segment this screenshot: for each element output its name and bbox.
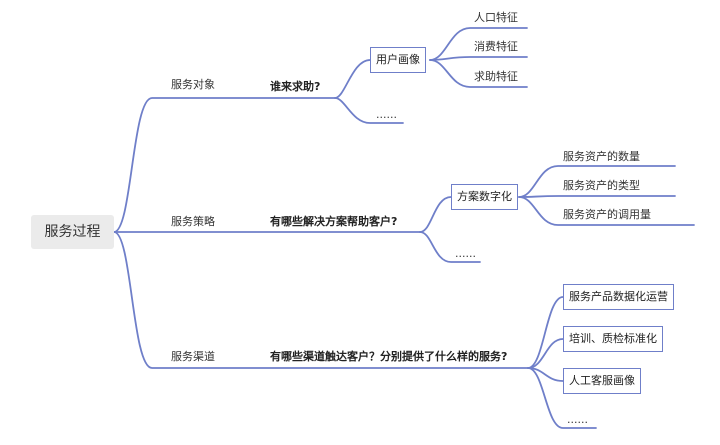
leaf-product-data-operations: 服务产品数据化运营 bbox=[563, 284, 674, 310]
leaf-service-asset-type: 服务资产的类型 bbox=[563, 179, 640, 192]
category-label-service-channel: 服务渠道 bbox=[171, 350, 215, 363]
leaf-human-agent-portrait: 人工客服画像 bbox=[563, 368, 641, 394]
category-label-service-target: 服务对象 bbox=[171, 78, 215, 91]
question-what-solutions: 有哪些解决方案帮助客户? bbox=[270, 215, 398, 228]
leaf-service-asset-usage: 服务资产的调用量 bbox=[563, 208, 651, 221]
ellipsis-more-branch1: ...... bbox=[376, 108, 397, 121]
leaf-training-qc-standardization: 培训、质检标准化 bbox=[563, 326, 663, 352]
ellipsis-more-branch2: ...... bbox=[455, 247, 476, 260]
leaf-help-seeking-features: 求助特征 bbox=[474, 70, 518, 83]
category-label-service-strategy: 服务策略 bbox=[171, 215, 215, 228]
ellipsis-more-branch3: ...... bbox=[567, 413, 588, 426]
sub-node-user-portrait: 用户画像 bbox=[370, 47, 426, 73]
root-node: 服务过程 bbox=[31, 215, 114, 249]
leaf-demographic-features: 人口特征 bbox=[474, 11, 518, 24]
question-who-needs-help: 谁来求助? bbox=[270, 80, 321, 93]
leaf-consumption-features: 消费特征 bbox=[474, 40, 518, 53]
sub-node-solution-digitization: 方案数字化 bbox=[451, 184, 518, 210]
question-which-channels: 有哪些渠道触达客户？分别提供了什么样的服务? bbox=[270, 350, 508, 363]
leaf-service-asset-quantity: 服务资产的数量 bbox=[563, 150, 640, 163]
